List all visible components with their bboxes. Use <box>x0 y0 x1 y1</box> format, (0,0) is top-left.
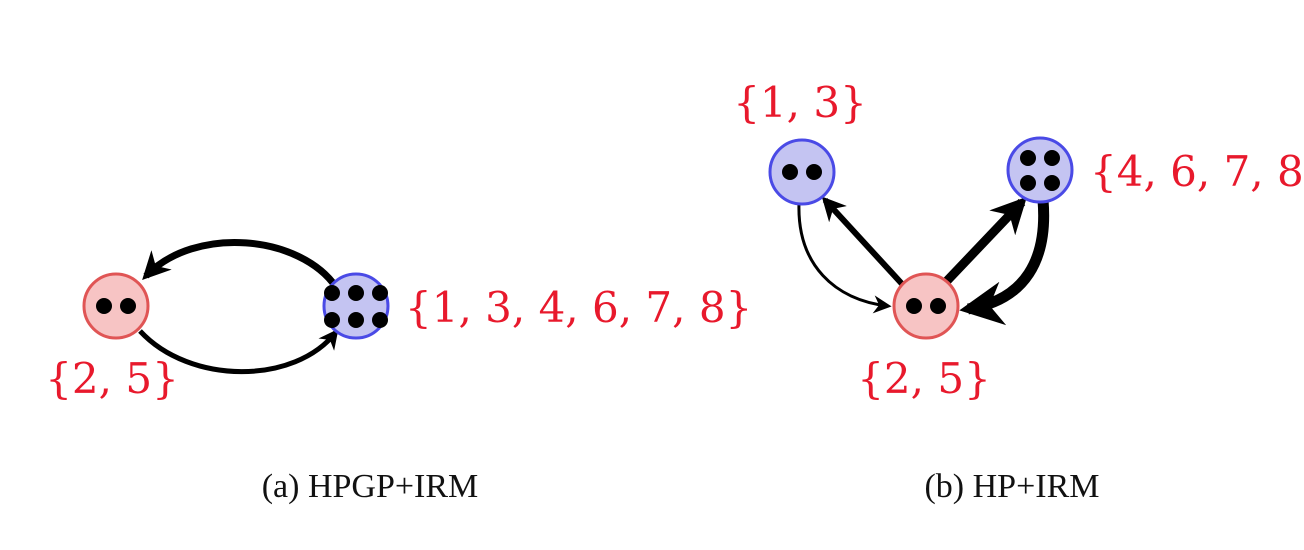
edge-a-blue-to-red <box>142 239 339 290</box>
node-a-blue <box>322 272 390 340</box>
caption-b: (b) HP+IRM <box>924 468 1099 505</box>
dot <box>1044 150 1060 166</box>
dot <box>782 164 798 180</box>
node-a-red-label: {2, 5} <box>45 354 179 403</box>
dot <box>348 285 364 301</box>
dot <box>96 298 112 314</box>
node-b-red <box>892 272 960 340</box>
dot <box>1020 175 1036 191</box>
dot <box>372 285 388 301</box>
dot <box>1020 150 1036 166</box>
dot <box>1044 175 1060 191</box>
node-a-blue-label: {1, 3, 4, 6, 7, 8} <box>405 283 752 332</box>
edge-b-red-to-blue-right <box>940 196 1027 288</box>
node-b-blue-right-label: {4, 6, 7, 8} <box>1090 147 1304 196</box>
edge-b-blue-left-to-red <box>797 202 892 314</box>
edge-a-red-to-blue <box>138 328 339 375</box>
caption-a: (a) HPGP+IRM <box>262 468 479 505</box>
dot <box>906 298 922 314</box>
dot <box>324 312 340 328</box>
node-b-red-label: {2, 5} <box>857 354 991 403</box>
edge-b-blue-right-to-red <box>959 199 1050 326</box>
dot <box>120 298 136 314</box>
edge-b-red-to-blue-left <box>821 196 906 288</box>
node-b-blue-left-label: {1, 3} <box>733 78 867 127</box>
dot <box>930 298 946 314</box>
dot <box>348 312 364 328</box>
dot <box>806 164 822 180</box>
node-b-blue-right <box>1006 136 1074 204</box>
panel-a: {2, 5} {1, 3, 4, 6, 7, 8} (a) HPGP+IRM <box>45 239 752 505</box>
dot <box>324 285 340 301</box>
node-b-blue-left <box>768 138 836 206</box>
dot <box>372 312 388 328</box>
panel-b: {1, 3} {4, 6, 7, 8} {2, 5} (b) HP+IRM <box>733 78 1304 505</box>
node-a-red <box>82 272 150 340</box>
